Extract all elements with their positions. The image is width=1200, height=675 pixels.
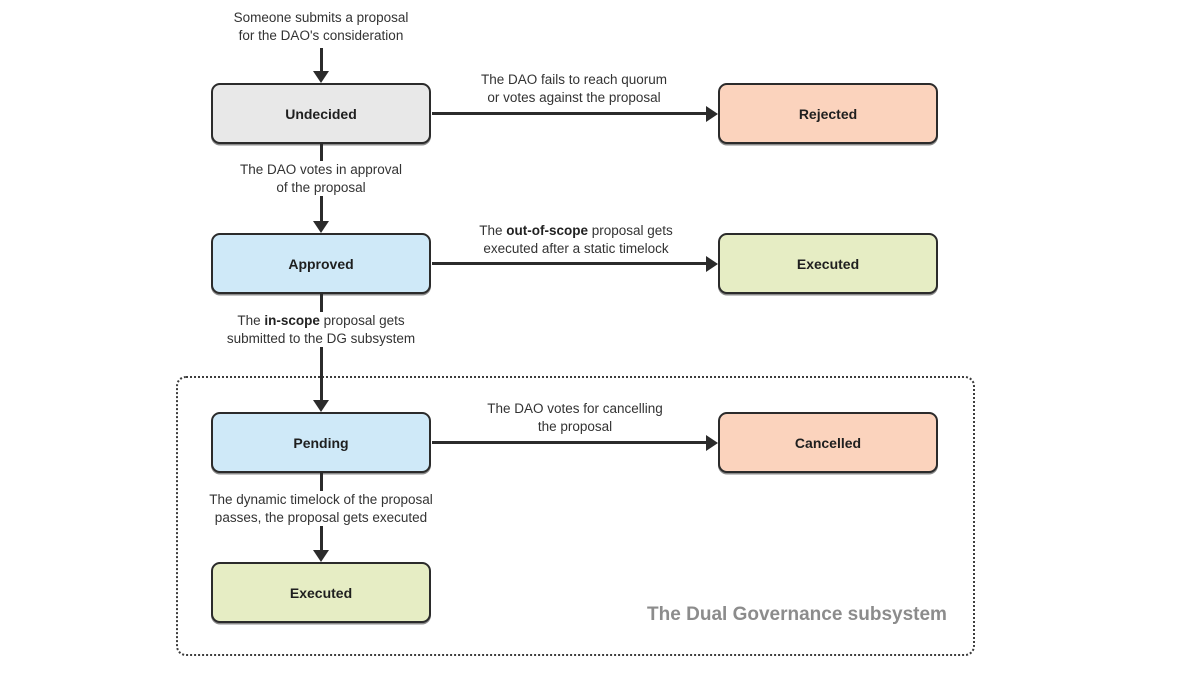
state-executed-timelock: Executed <box>718 233 938 294</box>
label-text: proposal gets <box>587 223 673 238</box>
arrow-pending-to-executed-head <box>313 550 329 562</box>
label-text: or votes against the proposal <box>487 89 661 105</box>
label-text: of the proposal <box>276 179 366 195</box>
state-label: Executed <box>289 584 353 601</box>
dual-governance-subsystem-title: The Dual Governance subsystem <box>647 604 947 625</box>
state-label: Undecided <box>285 105 357 122</box>
label-text: The DAO votes for cancelling <box>487 401 663 416</box>
label-text: The DAO votes in approval <box>239 162 403 177</box>
arrow-undecided-to-rejected-line <box>432 112 708 115</box>
state-cancelled: Cancelled <box>718 412 938 473</box>
edge-label-votes-approval: The DAO votes in approval of the proposa… <box>234 161 408 196</box>
arrow-submit-to-undecided-line <box>320 48 323 73</box>
arrow-approved-to-pending-line <box>320 294 323 402</box>
label-text: The <box>237 313 265 328</box>
arrow-pending-to-cancelled-line <box>432 441 708 444</box>
edge-label-votes-cancelling: The DAO votes for cancelling the proposa… <box>482 400 668 435</box>
arrow-approved-to-pending-head <box>313 400 329 412</box>
state-undecided: Undecided <box>211 83 431 144</box>
label-bold-text: out-of-scope <box>506 223 588 238</box>
arrow-submit-to-undecided-head <box>313 71 329 83</box>
label-text: The dynamic timelock of the proposal <box>209 492 433 507</box>
state-label: Approved <box>288 255 354 272</box>
state-executed-dg: Executed <box>211 562 431 623</box>
label-text: The <box>479 223 507 238</box>
label-bold-text: in-scope <box>264 313 320 328</box>
label-text: executed after a static timelock <box>483 240 669 256</box>
edge-label-fails-quorum: The DAO fails to reach quorum or votes a… <box>475 71 673 106</box>
dual-governance-subsystem-box <box>176 376 975 656</box>
state-label: Cancelled <box>794 434 862 451</box>
label-text: proposal gets <box>319 313 405 328</box>
state-label: Rejected <box>798 105 858 122</box>
label-text: the proposal <box>537 418 613 434</box>
state-label: Executed <box>796 255 860 272</box>
state-label: Pending <box>293 434 349 451</box>
label-text: passes, the proposal gets executed <box>214 509 428 525</box>
state-pending: Pending <box>211 412 431 473</box>
arrow-approved-to-executed-line <box>432 262 708 265</box>
arrow-pending-to-cancelled-head <box>706 435 718 451</box>
state-rejected: Rejected <box>718 83 938 144</box>
arrow-undecided-to-approved-head <box>313 221 329 233</box>
label-text: The DAO fails to reach quorum <box>480 72 668 87</box>
edge-label-out-of-scope: The out-of-scope proposal gets executed … <box>474 222 678 257</box>
label-text: submitted to the DG subsystem <box>226 330 416 346</box>
arrow-undecided-to-rejected-head <box>706 106 718 122</box>
state-approved: Approved <box>211 233 431 294</box>
label-text: Someone submits a proposal <box>233 10 409 25</box>
label-text: for the DAO's consideration <box>238 27 404 43</box>
edge-label-submit-proposal: Someone submits a proposal for the DAO's… <box>228 9 414 44</box>
arrow-approved-to-executed-head <box>706 256 718 272</box>
edge-label-dynamic-timelock: The dynamic timelock of the proposal pas… <box>204 491 438 526</box>
edge-label-in-scope: The in-scope proposal gets submitted to … <box>221 312 421 347</box>
